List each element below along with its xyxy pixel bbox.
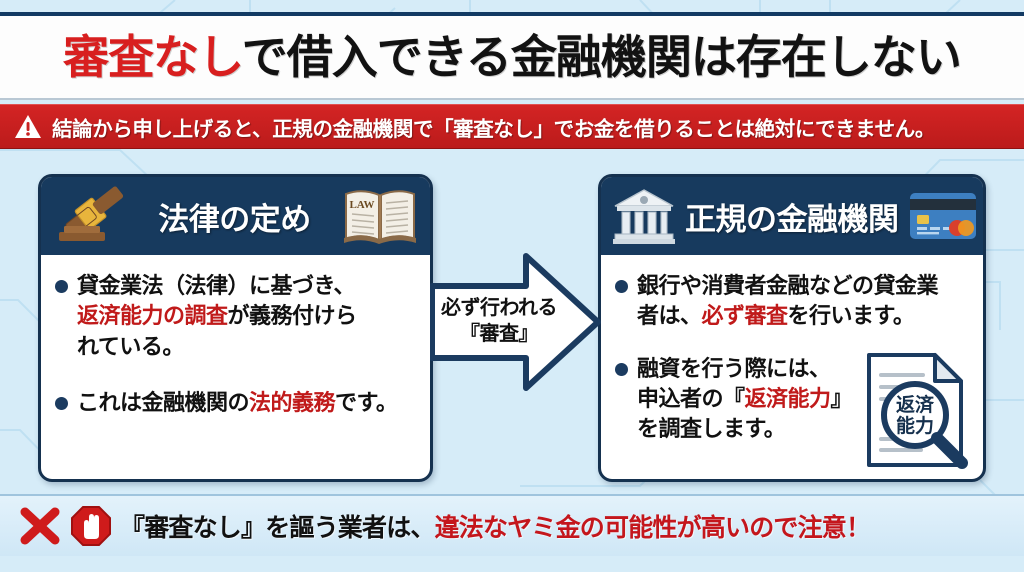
gavel-icon (59, 186, 124, 241)
left-bullet-1-part2: が義務付けら (227, 303, 358, 329)
left-bullet-1-text: 貸金業法（法律）に基づき、 返済能力の調査が義務付けら れている。 (77, 271, 357, 362)
right-card-header: 正規の金融機関 (601, 177, 983, 255)
law-book-icon: LAW (344, 190, 416, 244)
arrow-label-line1: 必ず行われる (441, 297, 558, 319)
right-bullet-1-part3: を行います。 (787, 303, 915, 329)
left-bullet-2-part2: です。 (335, 390, 398, 416)
page-title: 審査なしで借入できる金融機関は存在しない (63, 31, 962, 83)
card-legal-requirements: 法律の定め LAW 貸金業法（法律）に基づき、 返済能力の調査が義務付けら れて… (38, 174, 433, 482)
svg-text:LAW: LAW (349, 199, 374, 211)
list-item: これは金融機関の法的義務です。 (55, 388, 416, 418)
right-bullet-1-text: 銀行や消費者金融などの貸金業 者は、必ず審査を行います。 (637, 271, 939, 332)
left-bullet-2-part1: これは金融機関の (77, 390, 250, 416)
left-bullet-1-part3: れている。 (77, 333, 184, 359)
right-bullet-2-part1: 融資を行う際には、 (637, 355, 831, 381)
left-bullet-1-highlight: 返済能力の調査 (77, 303, 228, 329)
stop-hand-icon (71, 506, 111, 546)
bullet-dot-icon (615, 362, 628, 376)
left-card-title: 法律の定め (158, 201, 311, 237)
page-title-highlight: 審査なし (63, 31, 243, 83)
list-item: 銀行や消費者金融などの貸金業 者は、必ず審査を行います。 (615, 271, 969, 332)
right-bullet-2-part2: 申込者の『 (637, 386, 745, 412)
magnifier-label-line2: 能力 (896, 414, 934, 437)
red-x-icon (20, 507, 60, 545)
right-card-title: 正規の金融機関 (685, 201, 899, 237)
bottom-warning-banner: 『審査なし』を謳う業者は、違法なヤミ金の可能性が高いので注意！ (0, 494, 1024, 556)
alert-text: 結論から申し上げると、正規の金融機関で「審査なし」でお金を借りることは絶対にでき… (52, 117, 935, 141)
right-bullet-1-part1: 銀行や消費者金融などの貸金業 (637, 273, 939, 298)
bottom-text-black: 『審査なし』を謳う業者は、 (120, 514, 435, 542)
warning-triangle-icon (15, 114, 41, 138)
arrow-label-line2: 『審査』 (460, 322, 539, 345)
bottom-edge-spacer (0, 556, 1024, 572)
bullet-dot-icon (55, 280, 68, 293)
right-bullet-2-highlight: 返済能力 (744, 386, 832, 412)
left-bullet-2-highlight: 法的義務 (249, 390, 336, 416)
left-card-body: 貸金業法（法律）に基づき、 返済能力の調査が義務付けら れている。 これは金融機… (41, 255, 430, 479)
bank-building-icon (613, 189, 675, 244)
card-legitimate-institutions: 正規の金融機関 銀行や消費者金融などの貸金業 者は、必ず審査を行います。 (598, 174, 986, 482)
right-bullet-1-part2: 者は、 (637, 303, 702, 329)
bullet-dot-icon (615, 280, 628, 293)
left-bullet-1-part1: 貸金業法（法律）に基づき、 (77, 273, 355, 298)
left-card-header: 法律の定め LAW (41, 177, 430, 255)
list-item: 貸金業法（法律）に基づき、 返済能力の調査が義務付けら れている。 (55, 271, 416, 362)
alert-banner: 結論から申し上げると、正規の金融機関で「審査なし」でお金を借りることは絶対にでき… (0, 104, 1024, 149)
page-title-band: 審査なしで借入できる金融機関は存在しない (0, 12, 1024, 100)
magnifier-label-line1: 返済 (896, 393, 935, 416)
bottom-warning-text: 『審査なし』を謳う業者は、違法なヤミ金の可能性が高いので注意！ (120, 508, 871, 544)
right-card-body: 銀行や消費者金融などの貸金業 者は、必ず審査を行います。 融資を行う際には、 申… (601, 255, 983, 479)
right-bullet-2-part4: を調査します。 (637, 416, 786, 442)
document-magnifier-icon: 返済 能力 (867, 353, 968, 469)
right-bullet-2-text: 融資を行う際には、 申込者の『返済能力』 を調査します。 (637, 354, 853, 445)
right-bullet-1-highlight: 必ず審査 (701, 303, 789, 329)
page-title-rest: で借入できる金融機関は存在しない (241, 31, 962, 83)
right-bullet-2-part3: 』 (830, 386, 853, 412)
left-bullet-2-text: これは金融機関の法的義務です。 (77, 388, 398, 418)
arrow-label: 必ず行われる 『審査』 (434, 296, 564, 347)
bottom-text-red: 違法なヤミ金の可能性が高いので注意！ (434, 514, 871, 542)
bullet-dot-icon (55, 397, 68, 411)
credit-card-icon (909, 193, 976, 239)
